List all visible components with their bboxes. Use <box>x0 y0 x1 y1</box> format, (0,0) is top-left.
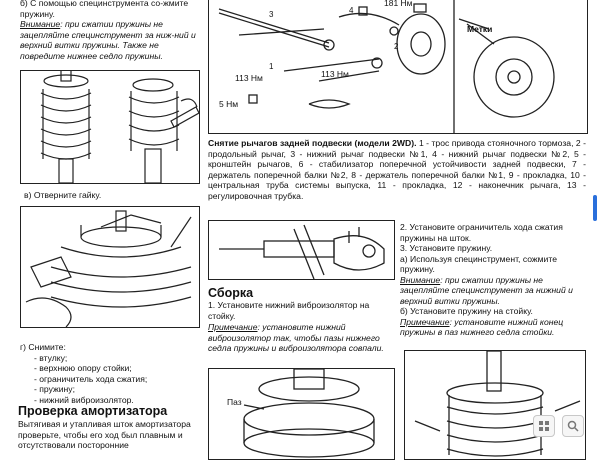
spring-compressor-illustration <box>20 70 200 184</box>
step-3: 3. Установите пружину. <box>400 243 493 253</box>
spring-compressor-drawing <box>40 71 199 183</box>
torque-label-3: 5 Нм <box>219 99 239 109</box>
suspension-arms-figure: 3 4 1 2 113 Нм 113 Нм 5 Нм 181 Нм Метки <box>208 0 588 134</box>
right-steps: 2. Установите ограничитель хода сжатия п… <box>400 222 582 338</box>
torque-label-1: 113 Нм <box>235 73 263 83</box>
remove-list: втулку; верхнюю опору стойки; ограничите… <box>20 353 200 406</box>
right-note-2: Примечание: установите нижний конец пруж… <box>400 316 564 338</box>
torque-label-2: 113 Нм <box>321 69 349 79</box>
step-b-title: б) С помощью специнструмента со-жмите пр… <box>20 0 189 19</box>
isolator-illustration: Паз <box>208 368 395 460</box>
grid-icon <box>539 421 549 431</box>
torque-label-4: 181 Нм <box>384 0 413 8</box>
groove-label: Паз <box>227 397 242 407</box>
assembly-heading: Сборка <box>208 286 254 300</box>
marks-label: Метки <box>467 24 493 34</box>
list-item: нижний виброизолятор. <box>34 395 200 406</box>
shock-check-heading: Проверка амортизатора <box>18 404 168 418</box>
step-v: в) Отверните гайку. <box>24 190 102 200</box>
suspension-arms-drawing: 3 4 1 2 <box>218 0 555 133</box>
spring-install-illustration <box>404 350 586 460</box>
callout-1: 1 <box>269 62 274 71</box>
nut-removal-drawing <box>25 210 192 327</box>
grid-view-button[interactable] <box>533 415 555 437</box>
assembly-step-1: 1. Установите нижний виброизолятор на ст… <box>208 300 370 321</box>
assembly-note: Примечание: установите нижний виброизоля… <box>208 322 384 353</box>
right-note: Внимание: при сжатии пружины не зацепляй… <box>400 274 573 306</box>
spring-install-drawing <box>414 351 581 457</box>
nut-removal-illustration <box>20 206 200 328</box>
list-item: верхнюю опору стойки; <box>34 363 200 374</box>
list-item: пружину; <box>34 384 200 395</box>
scroll-indicator[interactable] <box>593 195 597 221</box>
step-3b: б) Установите пружину на стойку. <box>400 306 533 316</box>
step-g-block: г) Снимите: втулку; верхнюю опору стойки… <box>20 342 200 405</box>
shock-absorber-drawing <box>219 224 385 279</box>
callout-2: 2 <box>394 42 399 51</box>
step-2: 2. Установите ограничитель хода сжатия п… <box>400 222 563 243</box>
figure-caption: Снятие рычагов задней подвески (модели 2… <box>208 138 587 201</box>
callout-4: 4 <box>349 6 354 15</box>
manual-page: б) С помощью специнструмента со-жмите пр… <box>0 0 600 450</box>
shock-check-text: Вытягивая и утапливая шток амортизатора … <box>18 419 191 450</box>
step-b-note: Внимание: при сжатии пружины не зацепляй… <box>20 19 196 61</box>
callout-3: 3 <box>269 10 274 19</box>
search-icon <box>567 420 579 432</box>
shock-absorber-illustration <box>208 220 395 280</box>
search-button[interactable] <box>562 415 584 437</box>
isolator-drawing <box>243 369 375 458</box>
list-item: втулку; <box>34 353 200 364</box>
step-b-block: б) С помощью специнструмента со-жмите пр… <box>20 0 198 61</box>
step-3a: а) Используя специнструмент, сожмите пру… <box>400 253 557 275</box>
list-item: ограничитель хода сжатия; <box>34 374 200 385</box>
step-g: г) Снимите: <box>20 342 66 352</box>
